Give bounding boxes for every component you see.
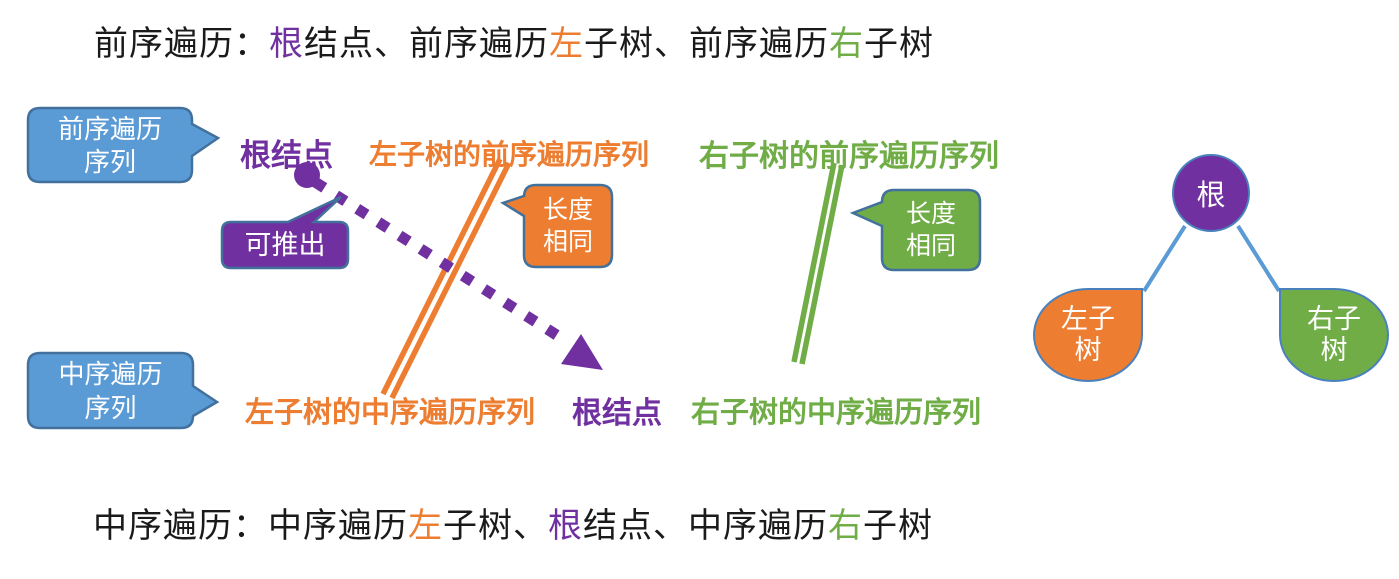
inorder-def-part: 子树 [863,508,933,545]
inorder-def-part: 子树、 [443,508,548,545]
preorder-def-right-char: 右 [829,26,864,63]
equal-mark-orange-icon [380,157,512,400]
preorder-definition-text: 前序遍历：根结点、前序遍历左子树、前序遍历右子树 [94,16,934,65]
tree-right-label: 右子树 [1306,303,1361,365]
label-right-inorder-seq: 右子树的中序遍历序列 [691,397,982,429]
preorder-def-part: 结点、前序遍历 [304,26,549,63]
same-length-left-callout-shape [500,183,614,269]
same-length-right-callout-shape [849,188,982,272]
inorder-def-part: 结点、中序遍历 [583,508,828,545]
label-left-inorder-seq: 左子树的中序遍历序列 [245,397,536,429]
deduce-arrow [294,162,603,370]
preorder-def-part: 前序遍历： [94,26,269,63]
deduce-arrow-start-dot [294,162,320,188]
tree-root-label: 根 [1196,180,1226,212]
label-left-preorder-seq: 左子树的前序遍历序列 [369,140,650,171]
tree-left-label: 左子树 [1060,303,1115,365]
label-root-bottom: 根结点 [572,397,662,430]
preorder-def-part: 子树、前序遍历 [584,26,829,63]
label-right-preorder-seq: 右子树的前序遍历序列 [699,140,999,173]
inorder-definition-text: 中序遍历：中序遍历左子树、根结点、中序遍历右子树 [93,498,933,547]
deduce-callout-shape [220,195,350,270]
preorder-def-part: 子树 [864,26,934,63]
inorder-def-part: 中序遍历：中序遍历 [93,508,408,545]
preorder-seq-callout-shape [26,106,221,184]
deduce-arrowhead-icon [561,334,603,370]
preorder-def-root-char: 根 [269,26,304,63]
label-root-top: 根结点 [240,138,333,173]
equal-mark-green-icon [791,162,845,365]
tree-connector-right [1236,224,1281,293]
tree-left-subtree-node: 左子树 [1033,288,1143,382]
inorder-def-left-char: 左 [408,508,443,545]
preorder-def-left-char: 左 [549,26,584,63]
tree-connector-left [1142,224,1187,293]
inorder-def-root-char: 根 [548,508,583,545]
tree-root-node: 根 [1172,154,1250,232]
inorder-def-right-char: 右 [828,508,863,545]
inorder-seq-callout-shape [26,351,220,430]
tree-right-subtree-node: 右子树 [1279,288,1389,382]
